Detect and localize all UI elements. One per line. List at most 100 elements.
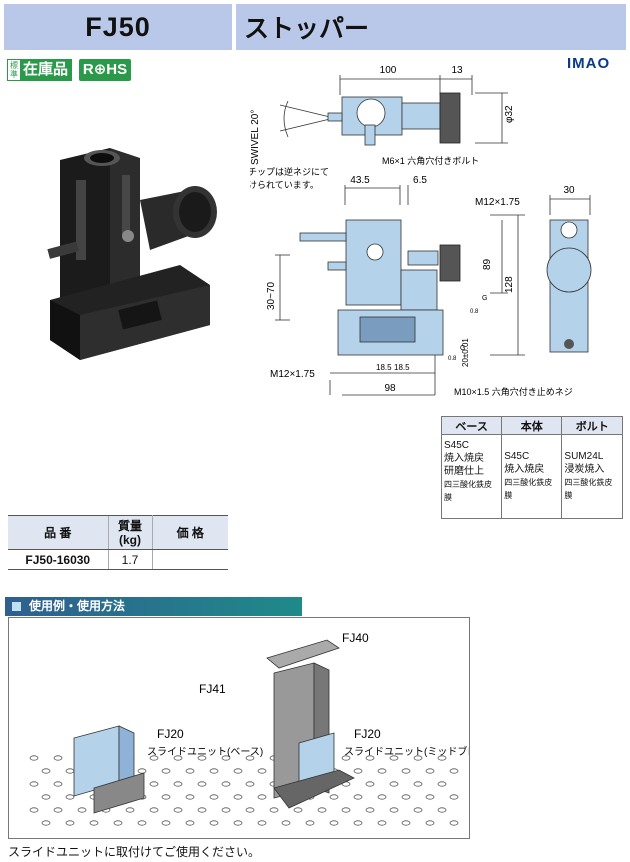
rohs-badge: R⊕HS (79, 59, 131, 81)
mounting-hole (161, 794, 171, 800)
mounting-hole (269, 807, 279, 813)
mounting-hole (185, 820, 195, 826)
mounting-hole (281, 820, 291, 826)
mounting-hole (413, 781, 423, 787)
dim-20: 20±0.01 (461, 338, 470, 367)
mounting-hole (365, 755, 375, 761)
mounting-hole (41, 820, 51, 826)
mounting-hole (425, 768, 435, 774)
mounting-hole (377, 820, 387, 826)
mounting-hole (401, 768, 411, 774)
mounting-hole (221, 755, 231, 761)
spec-cell-body: S45C 焼入焼戻 四三酸化鉄皮膜 (501, 434, 563, 519)
stock-badge-label: 在庫品 (20, 60, 72, 80)
parts-table: 品 番 質量 (kg) 価 格 FJ50-16030 1.7 (8, 515, 228, 570)
spec-header-bolt: ボルト (561, 416, 623, 435)
mounting-hole (389, 755, 399, 761)
stock-badge-mini-bottom: 準 (10, 70, 18, 79)
part-price (152, 549, 228, 570)
mounting-hole (53, 807, 63, 813)
mounting-hole (245, 807, 255, 813)
label-fj20-left: FJ20 (157, 727, 184, 741)
product-name: ストッパー (236, 4, 626, 50)
mounting-hole (185, 768, 195, 774)
stock-badge: 標準 在庫品 (7, 59, 73, 81)
mounting-hole (293, 807, 303, 813)
mounting-hole (41, 794, 51, 800)
usage-figure: FJ40 FJ41 FJ20 スライドユニット(ベース) FJ20 スライドユニ… (29, 631, 501, 826)
mounting-hole (449, 820, 459, 826)
mounting-hole (353, 820, 363, 826)
g-mark-1: G (482, 295, 487, 302)
mounting-hole (233, 794, 243, 800)
dim-18-5-a: 18.5 (376, 363, 392, 372)
square-bullet-icon (12, 602, 21, 611)
mounting-hole (29, 807, 39, 813)
dim-30-70: 30~70 (266, 281, 277, 310)
note-m12-top: M12×1.75 (475, 197, 520, 208)
mounting-hole (29, 781, 39, 787)
note-m6: M6×1 六角穴付きボルト (382, 155, 479, 166)
mounting-hole (173, 807, 183, 813)
note-m12-bottom: M12×1.75 (270, 369, 315, 380)
mounting-hole (197, 755, 207, 761)
label-fj41: FJ41 (199, 682, 226, 696)
parts-header-price: 価 格 (152, 515, 228, 550)
label-fj40: FJ40 (342, 631, 369, 645)
swivel-label: SWIVEL 20° (250, 110, 261, 165)
mounting-hole (137, 820, 147, 826)
mounting-hole (209, 820, 219, 826)
part-number: FJ50-16030 (8, 549, 108, 570)
title-bar: FJ50 ストッパー (4, 4, 626, 50)
rough-2: 0.8 (448, 356, 457, 362)
mounting-hole (437, 781, 447, 787)
spec-header-body: 本体 (501, 416, 563, 435)
spec-cell-base: S45C 焼入焼戻 研磨仕上 四三酸化鉄皮膜 (440, 434, 503, 519)
mounting-hole (137, 768, 147, 774)
mounting-hole (53, 781, 63, 787)
product-photo (47, 148, 217, 360)
mounting-hole (53, 755, 63, 761)
dim-98: 98 (384, 383, 396, 394)
mounting-hole (401, 794, 411, 800)
stock-badge-mini-top: 標 (10, 61, 18, 70)
product-code: FJ50 (4, 4, 232, 50)
mounting-hole (65, 768, 75, 774)
mounting-hole (305, 820, 315, 826)
mounting-hole (377, 768, 387, 774)
mounting-hole (185, 794, 195, 800)
note-m10: M10×1.5 六角穴付き止めネジ (454, 386, 573, 397)
label-fj20-right-sub: スライドユニット(ミッドブロック) (344, 745, 469, 758)
note-tip-2: 取付けられています。 (250, 180, 319, 190)
usage-note: スライドユニットに取付けてご使用ください。 (8, 845, 261, 859)
mounting-hole (41, 768, 51, 774)
spec-cell-bolt: SUM24L 浸炭焼入 四三酸化鉄皮膜 (561, 434, 623, 519)
mounting-hole (113, 820, 123, 826)
mounting-hole (149, 781, 159, 787)
part-mass: 1.7 (107, 549, 153, 570)
mounting-hole (413, 755, 423, 761)
brand-logo: IMAO (567, 55, 611, 72)
mounting-hole (65, 820, 75, 826)
mounting-hole (317, 807, 327, 813)
mounting-hole (329, 820, 339, 826)
mounting-hole (449, 768, 459, 774)
usage-section-title: 使用例・使用方法 (5, 597, 302, 616)
mounting-hole (161, 820, 171, 826)
mounting-hole (245, 755, 255, 761)
mounting-hole (173, 781, 183, 787)
mounting-hole (353, 768, 363, 774)
mounting-hole (329, 794, 339, 800)
mounting-hole (377, 794, 387, 800)
spec-table: ベース 本体 ボルト S45C 焼入焼戻 研磨仕上 四三酸化鉄皮膜 S45C 焼… (440, 416, 623, 519)
mounting-hole (221, 807, 231, 813)
technical-drawing: 100 13 φ32 SWIVEL 20° M6×1 六角穴付きボルト 先端チッ… (250, 65, 592, 397)
dim-89: 89 (482, 258, 493, 270)
mounting-hole (221, 781, 231, 787)
mounting-hole (257, 794, 267, 800)
mounting-hole (197, 807, 207, 813)
mounting-hole (89, 820, 99, 826)
rough-1: 0.8 (470, 309, 479, 315)
mounting-hole (245, 781, 255, 787)
dim-phi32: φ32 (504, 105, 515, 123)
